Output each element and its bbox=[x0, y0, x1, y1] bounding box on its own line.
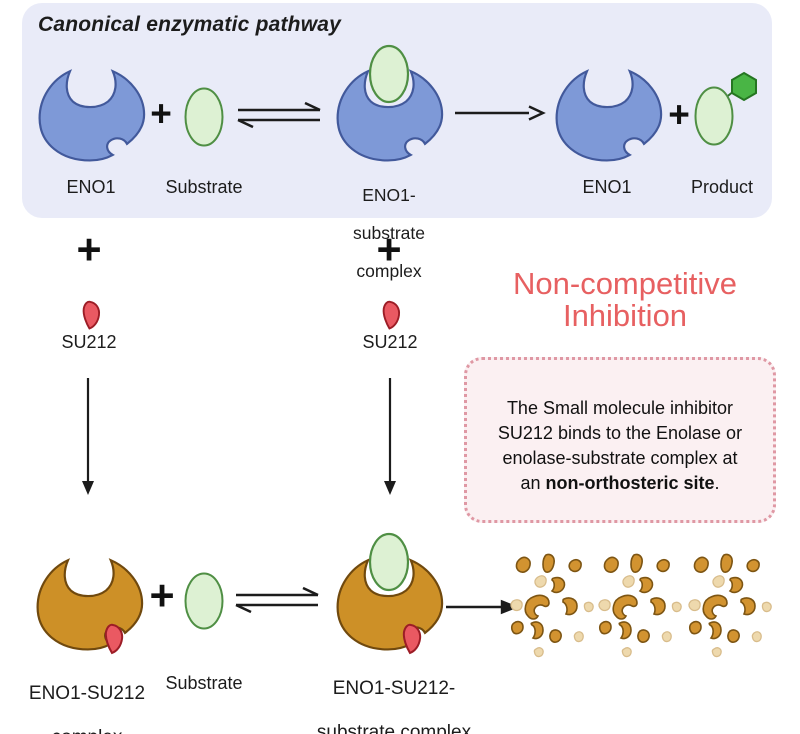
eno1-enzyme-right-shape bbox=[555, 70, 663, 162]
substrate-shape bbox=[184, 87, 224, 147]
eno1-substrate-complex-label-line2: substrate bbox=[353, 223, 425, 243]
su212-inhibitor-right-shape bbox=[382, 300, 401, 330]
eno1-substrate-complex-label-line1: ENO1- bbox=[362, 185, 416, 205]
panel-title: Canonical enzymatic pathway bbox=[38, 13, 341, 36]
su212-right-label: SU212 bbox=[362, 332, 418, 352]
note-line4-bold: non-orthosteric site bbox=[545, 473, 715, 493]
degraded-fragments-cluster-1 bbox=[510, 553, 594, 658]
note-line4-suffix: . bbox=[714, 473, 720, 493]
heading-line1: Non-competitive bbox=[513, 266, 737, 301]
su212-inhibitor-shape bbox=[82, 300, 101, 330]
plus-sign: + bbox=[668, 94, 690, 135]
plus-sign: + bbox=[76, 226, 102, 274]
substrate-bottom-label: Substrate bbox=[165, 673, 243, 693]
eno1-su212-substrate-complex-shape bbox=[336, 532, 444, 654]
degraded-fragments-cluster-3 bbox=[688, 553, 772, 658]
substrate-bottom-shape bbox=[184, 572, 224, 630]
eno1-su212-complex-label-line2: complex bbox=[27, 727, 147, 734]
note-line4: an non-orthosteric site. bbox=[467, 471, 773, 496]
eno1-substrate-complex-label-line3: complex bbox=[356, 261, 422, 281]
equilibrium-arrows-bottom bbox=[235, 586, 319, 614]
note-line3: enolase-substrate complex at bbox=[502, 448, 738, 468]
heading-line2: Inhibition bbox=[562, 298, 688, 333]
inhibition-note-box: The Small molecule inhibitor SU212 binds… bbox=[464, 357, 776, 523]
reaction-arrow bbox=[455, 105, 546, 121]
down-arrow-right bbox=[384, 378, 396, 495]
note-line4-prefix: an bbox=[520, 473, 546, 493]
product-shape bbox=[694, 71, 757, 146]
su212-label: SU212 bbox=[61, 332, 117, 352]
down-arrow-left bbox=[82, 378, 94, 495]
plus-sign: + bbox=[150, 93, 172, 134]
substrate-label: Substrate bbox=[165, 177, 243, 197]
equilibrium-arrows bbox=[237, 101, 321, 129]
note-line2: SU212 binds to the Enolase or bbox=[497, 423, 743, 443]
eno1-su212-substrate-complex-label-line1: ENO1-SU212- bbox=[332, 678, 456, 699]
non-competitive-inhibition-heading: Non-competitive Inhibition bbox=[460, 268, 790, 332]
eno1-enzyme-shape bbox=[38, 70, 146, 162]
eno1-substrate-complex-shape bbox=[336, 44, 444, 162]
eno1-right-label: ENO1 bbox=[582, 177, 632, 197]
eno1-su212-substrate-complex-label-line2: substrate complex bbox=[316, 722, 472, 734]
note-line1: The Small molecule inhibitor bbox=[506, 398, 734, 418]
eno1-label: ENO1 bbox=[66, 177, 116, 197]
plus-sign: + bbox=[149, 572, 175, 620]
degradation-arrow bbox=[446, 599, 520, 615]
plus-sign: + bbox=[376, 226, 402, 274]
degraded-fragments-cluster-2 bbox=[598, 553, 682, 658]
eno1-su212-complex-shape bbox=[36, 559, 144, 654]
eno1-su212-complex-label-line1: ENO1-SU212 bbox=[28, 683, 146, 704]
product-label: Product bbox=[690, 177, 754, 197]
inhibition-note-text: The Small molecule inhibitor SU212 binds… bbox=[467, 396, 773, 496]
